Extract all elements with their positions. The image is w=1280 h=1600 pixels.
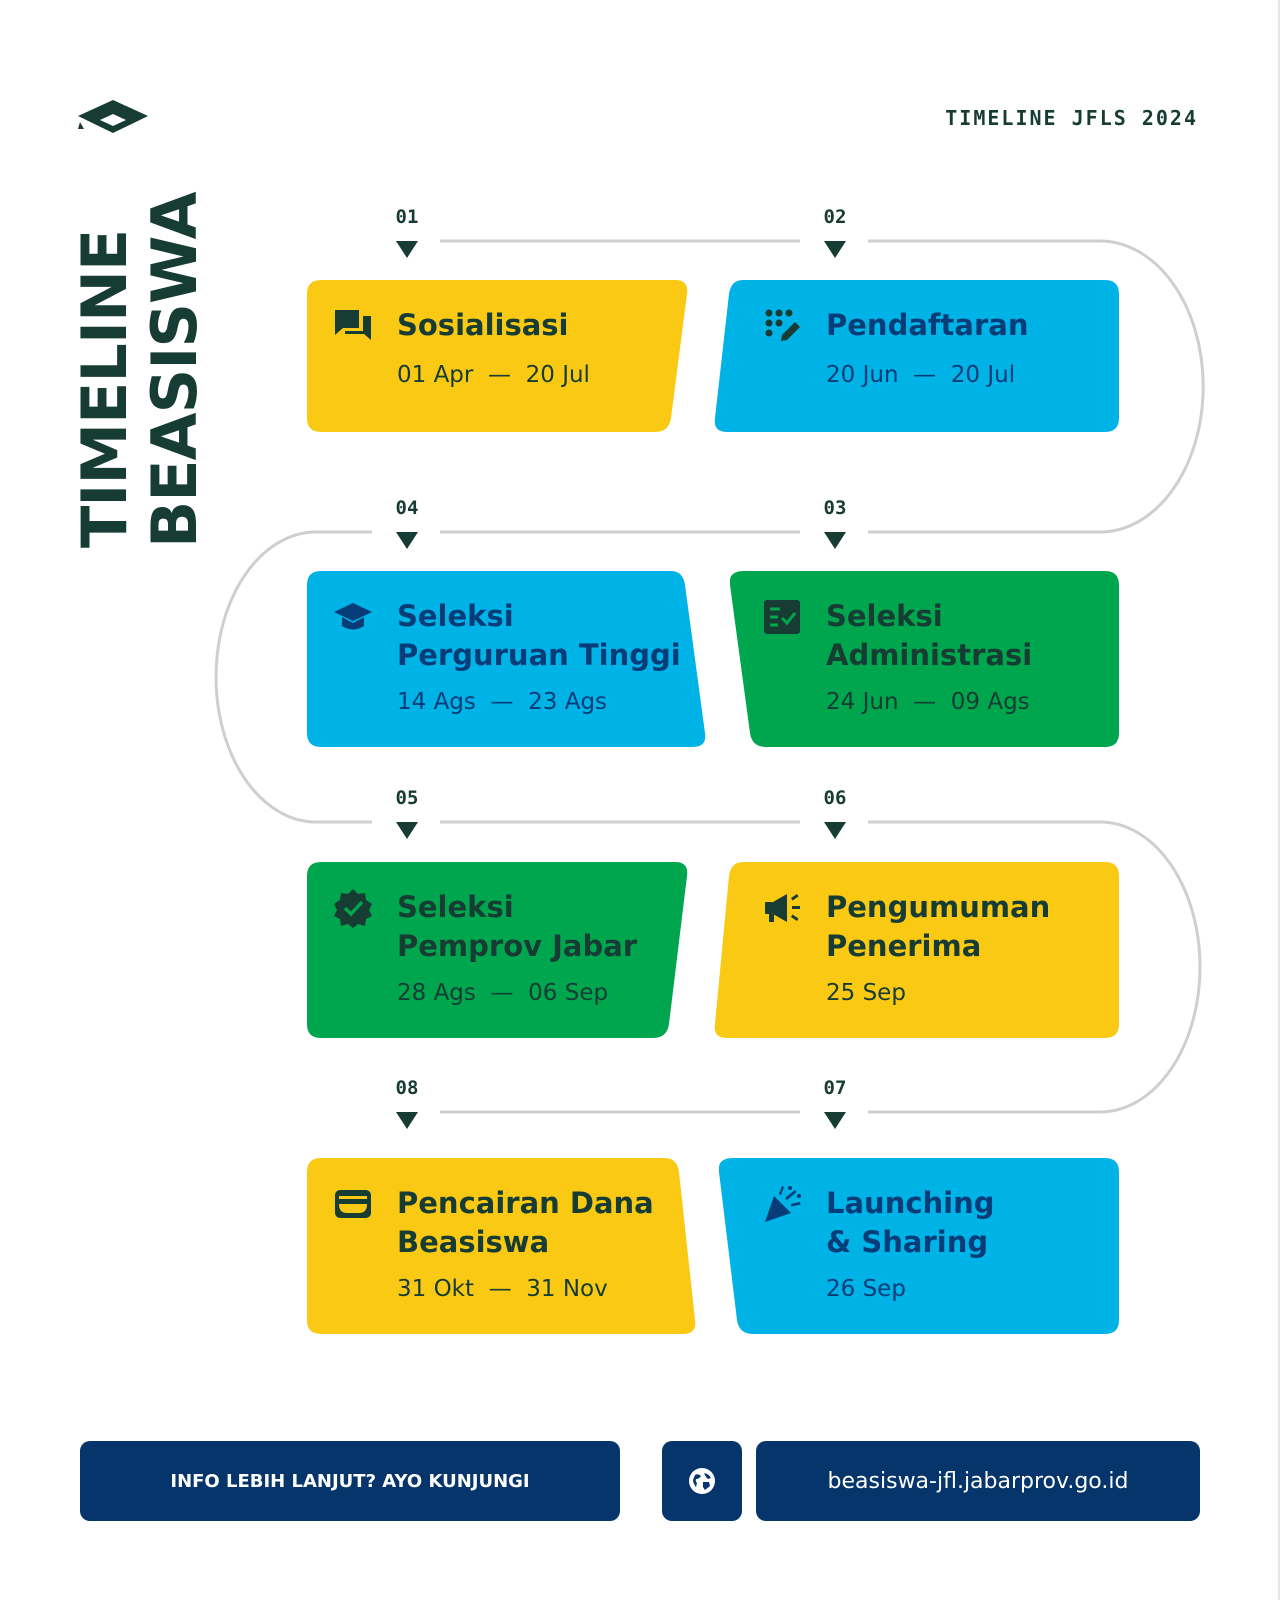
step-title: Seleksi Perguruan Tinggi bbox=[397, 599, 681, 672]
step-dates: 31 Okt — 31 Nov bbox=[397, 1276, 608, 1302]
form-dots-pencil-icon bbox=[765, 309, 800, 341]
step-dates: 24 Jun — 09 Ags bbox=[826, 689, 1030, 715]
step-07-marker bbox=[824, 1112, 846, 1129]
step-title: Launching & Sharing bbox=[826, 1186, 995, 1259]
step-08-marker bbox=[396, 1112, 418, 1129]
step-title: Pendaftaran bbox=[826, 308, 1029, 342]
checklist-icon bbox=[764, 600, 800, 634]
step-dates: 26 Sep bbox=[826, 1276, 906, 1302]
step-number-05: 05 bbox=[395, 787, 419, 809]
step-card-launching-sharing: Launching & Sharing 26 Sep bbox=[719, 1158, 1119, 1334]
step-dates: 01 Apr — 20 Jul bbox=[397, 362, 590, 388]
chat-icon bbox=[335, 310, 371, 340]
step-title: Seleksi Pemprov Jabar bbox=[397, 890, 638, 963]
wallet-icon bbox=[335, 1190, 371, 1218]
step-card-pengumuman-penerima: Pengumuman Penerima 25 Sep bbox=[713, 862, 1119, 1038]
step-02-marker bbox=[824, 241, 846, 258]
step-dates: 20 Jun — 20 Jul bbox=[826, 362, 1016, 388]
website-url-link[interactable]: beasiswa-jfl.jabarprov.go.id bbox=[756, 1441, 1200, 1521]
step-dates: 14 Ags — 23 Ags bbox=[397, 689, 608, 715]
step-number-03: 03 bbox=[823, 497, 847, 519]
megaphone-icon bbox=[765, 894, 800, 922]
step-card-pencairan-dana-beasiswa: Pencairan Dana Beasiswa 31 Okt — 31 Nov bbox=[307, 1158, 697, 1334]
step-title: Pencairan Dana Beasiswa bbox=[397, 1186, 654, 1259]
step-card-seleksi-administrasi: Seleksi Administrasi 24 Jun — 09 Ags bbox=[730, 571, 1119, 747]
website-link-icon-button[interactable] bbox=[662, 1441, 742, 1521]
header-title: TIMELINE JFLS 2024 bbox=[945, 106, 1198, 130]
step-number-07: 07 bbox=[823, 1077, 847, 1099]
globe-icon bbox=[689, 1468, 715, 1494]
step-dates: 28 Ags — 06 Sep bbox=[397, 980, 609, 1006]
step-title: Seleksi Administrasi bbox=[826, 599, 1033, 672]
graduation-cap-icon bbox=[334, 603, 372, 630]
step-dates: 25 Sep bbox=[826, 980, 906, 1006]
step-title: Sosialisasi bbox=[397, 308, 569, 342]
step-card-pendaftaran: Pendaftaran 20 Jun — 20 Jul bbox=[713, 280, 1119, 432]
step-number-08: 08 bbox=[395, 1077, 419, 1099]
graduation-cap-logo-icon bbox=[78, 100, 148, 133]
verified-badge-icon bbox=[334, 889, 372, 928]
step-number-04: 04 bbox=[395, 497, 419, 519]
step-05-marker bbox=[396, 822, 418, 839]
step-number-01: 01 bbox=[395, 206, 419, 228]
step-card-seleksi-perguruan-tinggi: Seleksi Perguruan Tinggi 14 Ags — 23 Ags bbox=[307, 571, 707, 747]
step-01-marker bbox=[396, 241, 418, 258]
step-title: Pengumuman Penerima bbox=[826, 890, 1051, 963]
step-card-seleksi-pemprov-jabar: Seleksi Pemprov Jabar 28 Ags — 06 Sep bbox=[307, 862, 689, 1038]
step-06-marker bbox=[824, 822, 846, 839]
party-popper-icon bbox=[765, 1186, 801, 1222]
step-card-sosialisasi: Sosialisasi 01 Apr — 20 Jul bbox=[307, 280, 689, 432]
info-banner: INFO LEBIH LANJUT? AYO KUNJUNGI bbox=[80, 1441, 620, 1521]
step-number-06: 06 bbox=[823, 787, 847, 809]
step-03-marker bbox=[824, 532, 846, 549]
step-04-marker bbox=[396, 532, 418, 549]
step-number-02: 02 bbox=[823, 206, 847, 228]
page-edge bbox=[1278, 0, 1280, 1600]
